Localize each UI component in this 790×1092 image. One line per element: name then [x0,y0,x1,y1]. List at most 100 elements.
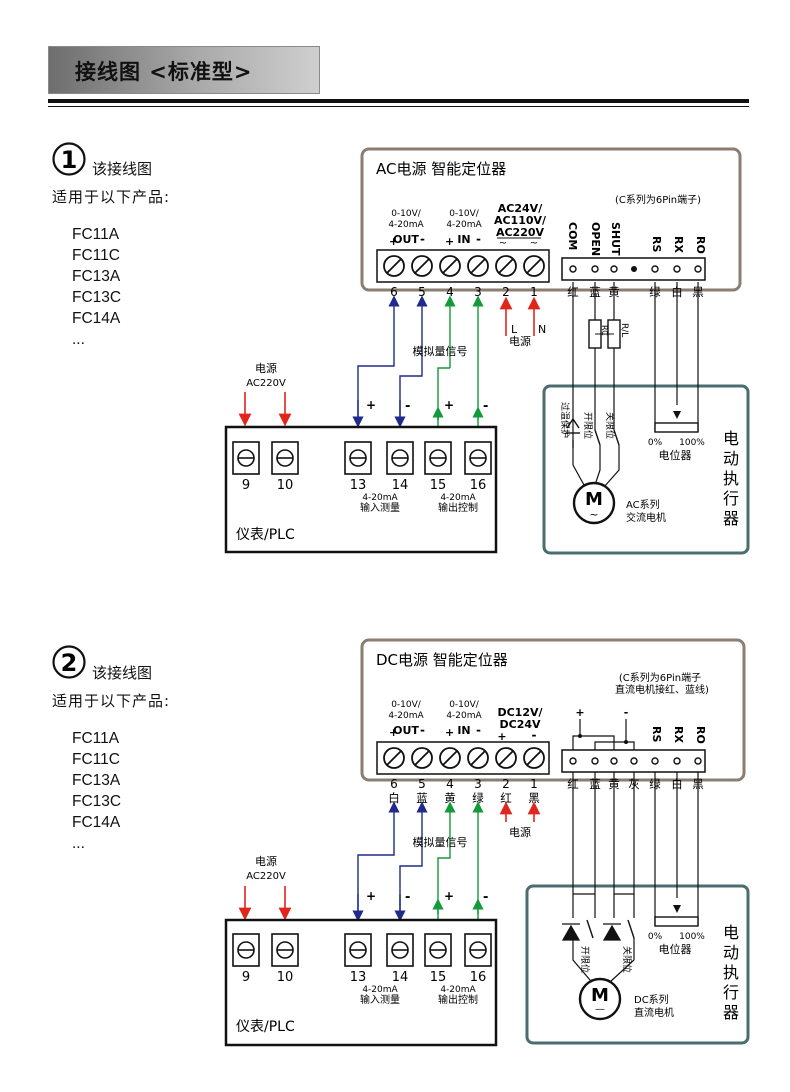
svg-text:直流电机接红、蓝线): 直流电机接红、蓝线) [615,683,709,696]
svg-text:14: 14 [392,478,409,493]
in-spec-1: 0-10V/ [449,209,480,219]
pin-note: (C系列为6Pin端子) [615,193,701,206]
diode-icons [561,923,622,941]
svg-text:~: ~ [499,238,507,249]
svg-text:开限位: 开限位 [582,412,594,439]
main-wire-colors: 白 蓝 黄 绿 红 黑 [388,791,540,805]
svg-text:器: 器 [723,509,739,528]
instrument-power-label: 电源 [255,361,277,375]
pin-shut: SHUT [609,222,622,256]
instrument-terminals [232,441,492,475]
svg-text:红: 红 [500,791,512,805]
main-terminal-numbers: 6 5 4 3 2 1 [390,285,538,299]
terminal-2: 2 [502,285,510,299]
page-header: 接线图 <标准型> [48,46,320,94]
svg-text:RS: RS [650,726,663,742]
svg-text:-: - [532,728,537,742]
svg-text:-: - [476,723,481,737]
svg-text:15: 15 [430,970,447,985]
motor-icon [572,481,616,525]
svg-text:电: 电 [723,923,739,942]
svg-text:0%: 0% [648,932,663,942]
svg-text:16: 16 [470,970,487,985]
wiring-diagram-2: 2 该接线图 适用于以下产品: FC11A FC11C FC13A FC13C … [52,638,750,1047]
pin-rs: RS [650,236,663,252]
svg-text:RX: RX [672,726,685,743]
svg-text:13: 13 [350,478,367,493]
svg-text:动: 动 [723,943,739,962]
svg-text:输入测量: 输入测量 [360,993,400,1006]
power-spec-2: DC24V [499,718,541,731]
svg-text:交流电机: 交流电机 [626,511,666,524]
svg-text:2: 2 [61,649,78,677]
svg-text:+: + [444,889,454,903]
actuator-label: 电 动 执 行 器 [723,429,739,528]
svg-text:AC220V: AC220V [246,871,286,882]
svg-text:输出控制: 输出控制 [438,501,478,514]
wiring-diagram-1: 1 该接线图 适用于以下产品: FC11A FC11C FC13A FC13C … [52,142,750,555]
svg-text:9: 9 [242,970,250,985]
svg-text:0-10V/: 0-10V/ [449,700,480,710]
power-spec-1: DC12V/ [497,706,543,719]
svg-text:AC系列: AC系列 [626,498,660,511]
svg-text:4-20mA: 4-20mA [362,493,398,503]
svg-text:过温保护: 过温保护 [559,402,571,438]
svg-text:4: 4 [446,777,454,791]
product-item: ... [72,835,85,852]
svg-text:电位器: 电位器 [659,448,692,462]
instrument-power-voltage: AC220V [246,378,286,389]
svg-text:-: - [405,399,410,414]
svg-text:5: 5 [418,777,426,791]
applies-label: 适用于以下产品: [52,692,171,710]
diagram-1-svg: AC电源 智能定位器 0-10V/ 4-20mA 0-10V/ 4-20mA +… [224,147,750,555]
intro-text: 该接线图 [92,160,153,178]
svg-text:100%: 100% [679,438,705,448]
product-item: FC14A [72,814,121,831]
svg-text:直流电机: 直流电机 [634,1006,674,1019]
svg-text:动: 动 [723,449,739,468]
power-spec-3: AC220V [496,226,545,239]
applies-label: 适用于以下产品: [52,188,171,206]
terminal-6: 6 [390,285,398,299]
motor-icon [578,977,622,1021]
svg-text:关限位: 关限位 [604,412,616,439]
svg-text:+: + [445,726,454,739]
svg-text:RO: RO [694,726,707,744]
svg-text:+: + [389,235,398,248]
svg-text:+: + [389,726,398,739]
svg-text:行: 行 [723,489,739,508]
main-terminal-block [376,249,550,283]
svg-text:4-20mA: 4-20mA [388,711,424,721]
svg-text:0%: 0% [648,438,663,448]
svg-text:100%: 100% [679,932,705,942]
terminal-3: 3 [474,285,482,299]
svg-text:+: + [575,706,584,719]
actuator-box [525,884,750,1045]
svg-text:输入测量: 输入测量 [360,501,400,514]
product-item: FC11A [72,730,120,747]
svg-text:-: - [483,399,488,414]
svg-text:-: - [420,232,425,246]
terminal-4: 4 [446,285,454,299]
pin-com: COM [566,222,579,250]
svg-text:4-20mA: 4-20mA [446,711,482,721]
intro-text: 该接线图 [92,664,153,682]
terminal-5: 5 [418,285,426,299]
svg-text:+: + [366,889,376,903]
main-terminal-block [376,741,550,775]
svg-text:电位器: 电位器 [659,942,692,956]
positioner-title: AC电源 智能定位器 [376,160,506,178]
analog-signal-label: 模拟量信号 [413,344,468,358]
svg-text:14: 14 [392,970,409,985]
svg-text:+: + [445,235,454,248]
pin-open: OPEN [589,222,602,256]
out-label: OUT [393,233,419,246]
product-item: FC11A [72,226,120,243]
svg-text:L: L [511,323,518,336]
product-item: ... [72,331,85,348]
svg-text:-: - [483,890,488,905]
product-item: FC13C [72,793,122,810]
pin-rx: RX [672,236,685,253]
out-spec-1: 0-10V/ [391,209,422,219]
